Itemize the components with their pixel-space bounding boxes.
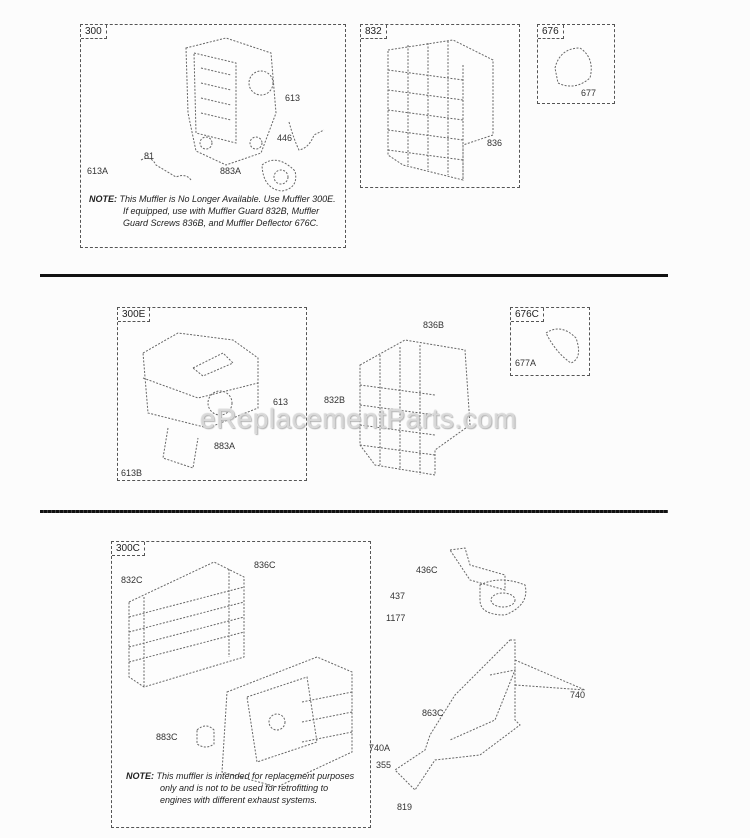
- label-836c: 836C: [254, 560, 276, 570]
- muffler-300-drawing: [185, 37, 277, 166]
- label-677a: 677A: [515, 358, 537, 368]
- panel-300: 300 613 446 81 613A 883A NOTE: This Muff…: [80, 24, 346, 248]
- label-740: 740: [570, 690, 586, 700]
- label-355: 355: [376, 760, 392, 770]
- gasket-883a-drawing: [261, 159, 297, 192]
- label-437: 437: [390, 591, 406, 601]
- label-81: 81: [144, 151, 155, 161]
- note-300c: NOTE: This muffler is intended for repla…: [126, 770, 362, 806]
- note-300: NOTE: This Muffler is No Longer Availabl…: [89, 193, 339, 229]
- panel-id: 300C: [112, 542, 145, 556]
- label-613: 613: [285, 93, 301, 103]
- label-832c: 832C: [121, 575, 143, 585]
- panel-676c: 676C 677A: [510, 307, 590, 376]
- label-883c: 883C: [156, 732, 178, 742]
- label-436c: 436C: [416, 565, 438, 575]
- label-613b: 613B: [121, 468, 143, 478]
- panel-id: 300E: [118, 308, 151, 322]
- guard-832c-drawing: [128, 561, 245, 688]
- muffler-300c-drawing: [221, 656, 353, 788]
- label-677: 677: [581, 88, 597, 98]
- guard-832-drawing: [387, 39, 494, 181]
- note-prefix: NOTE:: [89, 194, 117, 204]
- note-text: This Muffler is No Longer Available. Use…: [119, 194, 336, 228]
- gasket-883c-drawing: [196, 725, 215, 748]
- deflector-676c-drawing: [545, 328, 580, 364]
- label-613a: 613A: [87, 166, 109, 176]
- deflector-676-drawing: [554, 47, 592, 87]
- label-613: 613: [273, 397, 289, 407]
- label-1177: 1177: [386, 613, 406, 623]
- panel-300e: 300E 613 883A 613B: [117, 307, 307, 481]
- label-863c: 863C: [422, 708, 444, 718]
- label-740a: 740A: [369, 743, 391, 753]
- bracket-863c-drawing: [394, 639, 521, 791]
- label-883a: 883A: [214, 441, 236, 451]
- wire-446-drawing: [288, 121, 325, 151]
- panel-832: 832 836: [360, 24, 520, 188]
- muffler-300e-drawing: [142, 332, 259, 469]
- panel-id: 676: [538, 25, 564, 39]
- note-prefix: NOTE:: [126, 771, 154, 781]
- label-819: 819: [397, 802, 413, 812]
- section-divider: [40, 274, 668, 277]
- panel-id: 300: [81, 25, 107, 39]
- bracket-81-drawing: [140, 157, 192, 181]
- section-divider: [40, 510, 668, 513]
- leader-740: [514, 659, 586, 691]
- panel-300c: 300C 832C 836C 883C NOTE: This muffler i…: [111, 541, 371, 828]
- label-836: 836: [487, 138, 503, 148]
- panel-id: 676C: [511, 308, 544, 322]
- label-832b: 832B: [324, 395, 346, 405]
- note-text: This muffler is intended for replacement…: [156, 771, 355, 805]
- panel-id: 832: [361, 25, 387, 39]
- panel-676: 676 677: [537, 24, 615, 104]
- elbow-436c-drawing: [449, 547, 527, 616]
- label-836b: 836B: [423, 320, 445, 330]
- label-446: 446: [277, 133, 293, 143]
- label-883a: 883A: [220, 166, 242, 176]
- guard-832b-drawing: [359, 339, 471, 476]
